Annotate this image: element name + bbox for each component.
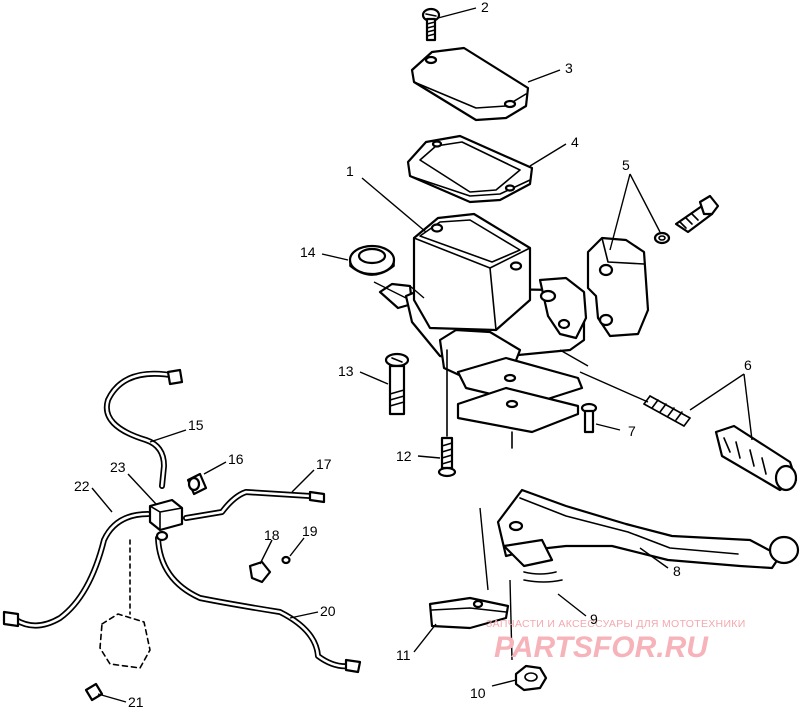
line-fitting xyxy=(186,472,208,496)
leader-lines xyxy=(91,7,753,703)
junction-block xyxy=(148,498,184,542)
watermark-brand: PARTSFOR.RU xyxy=(494,631,709,664)
brake-line-20 xyxy=(155,535,362,674)
callout-21: 21 xyxy=(128,694,144,709)
brake-line-15 xyxy=(103,368,184,489)
callout-9: 9 xyxy=(590,611,598,627)
reservoir-cover xyxy=(410,46,530,122)
callout-2: 2 xyxy=(481,0,489,15)
callout-18: 18 xyxy=(264,527,280,543)
mount-plate-lower xyxy=(456,386,580,449)
callout-16: 16 xyxy=(228,451,244,467)
diaphragm-gasket xyxy=(406,134,534,204)
extension-lines xyxy=(373,281,649,661)
caliper-outline xyxy=(99,539,151,669)
pivot-bolt xyxy=(384,352,410,416)
callout-20: 20 xyxy=(320,603,336,619)
callout-10: 10 xyxy=(470,685,486,701)
callout-4: 4 xyxy=(571,134,579,150)
handlebar-clamp xyxy=(586,236,650,338)
brake-lever xyxy=(496,488,800,570)
master-cylinder-body xyxy=(378,212,588,382)
watermark-tagline: ЗАПЧАСТИ И АКСЕССУАРЫ ДЛЯ МОТОТЕХНИКИ xyxy=(486,618,746,630)
callout-14: 14 xyxy=(300,244,316,260)
callout-labels: 2 3 4 1 5 6 7 8 9 10 11 12 13 14 15 16 1… xyxy=(74,0,752,710)
callout-17: 17 xyxy=(316,456,332,472)
callout-11: 11 xyxy=(396,647,411,663)
callout-19: 19 xyxy=(302,523,318,539)
callout-23: 23 xyxy=(110,459,126,475)
callout-12: 12 xyxy=(396,448,412,464)
mount-plate-upper xyxy=(456,356,584,406)
callout-7: 7 xyxy=(628,423,636,439)
callout-22: 22 xyxy=(74,478,90,494)
cover-screw xyxy=(421,7,441,42)
banjo-bolt xyxy=(84,682,104,702)
lever-nut xyxy=(514,664,548,692)
piston-body xyxy=(714,424,798,492)
callout-1: 1 xyxy=(346,163,354,179)
piston-spring xyxy=(643,395,691,427)
callout-6: 6 xyxy=(744,357,752,373)
lever-pin xyxy=(580,402,598,434)
callout-8: 8 xyxy=(673,563,681,579)
clamp-bolt xyxy=(653,194,720,245)
boot-ring xyxy=(348,244,396,276)
callout-5: 5 xyxy=(622,157,630,173)
callout-15: 15 xyxy=(188,417,204,433)
lever-spring xyxy=(523,571,563,583)
body-screw xyxy=(437,349,457,478)
line-clip xyxy=(248,555,291,584)
callout-3: 3 xyxy=(565,60,573,76)
brake-line-22 xyxy=(2,511,151,629)
callout-13: 13 xyxy=(338,363,354,379)
brake-line-17 xyxy=(183,489,326,521)
adjuster-block xyxy=(428,596,510,630)
watermark: ЗАПЧАСТИ И АКСЕССУАРЫ ДЛЯ МОТОТЕХНИКИ PA… xyxy=(486,618,746,664)
